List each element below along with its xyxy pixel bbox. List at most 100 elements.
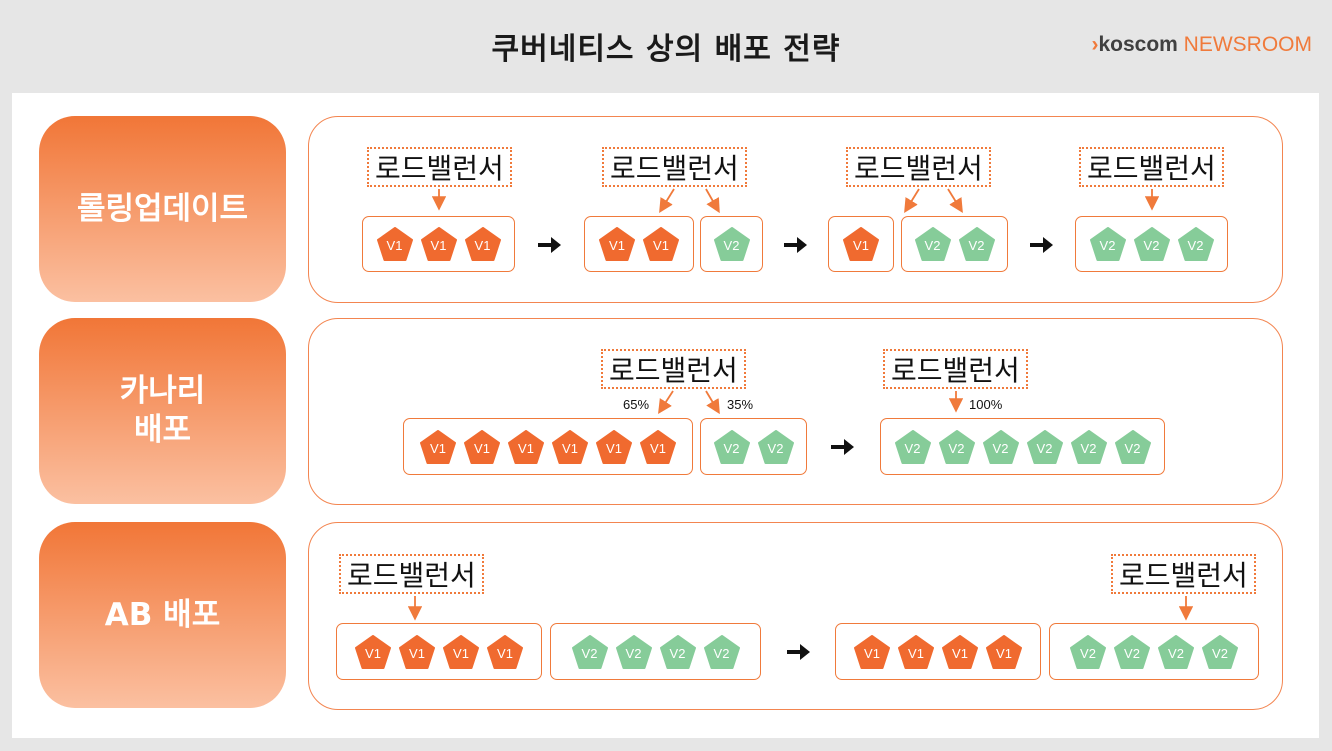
pod-v1: V1: [420, 429, 456, 464]
pod-v1: V1: [552, 429, 588, 464]
pod-v2: V2: [713, 227, 750, 261]
load-balancer: 로드밸런서: [1111, 554, 1256, 594]
pod-v1: V1: [464, 429, 500, 464]
pod-v2: V2: [1177, 227, 1214, 261]
pod-version-label: V2: [1099, 238, 1116, 253]
pod-version-label: V1: [518, 440, 534, 456]
pod-version-label: V2: [948, 440, 965, 456]
pod-v2: V2: [703, 634, 740, 669]
pod-v2: V2: [1158, 634, 1194, 669]
pod-group: V2: [700, 216, 763, 272]
pod-version-label: V2: [723, 238, 740, 253]
pod-v1: V1: [487, 634, 523, 669]
pod-version-label: V1: [562, 440, 578, 456]
pod-v1: V1: [986, 634, 1022, 669]
traffic-percent: 65%: [623, 397, 650, 412]
pod-version-label: V1: [864, 645, 880, 661]
pod-v2: V2: [938, 429, 975, 464]
pod-group: V2 V2 V2 V2 V2 V2: [880, 418, 1165, 475]
pod-v2: V2: [914, 227, 951, 261]
pod-version-label: V2: [625, 645, 642, 661]
pod-version-label: V2: [1212, 645, 1228, 661]
pod-v2: V2: [1089, 227, 1126, 261]
pod-version-label: V1: [952, 645, 968, 661]
pod-version-label: V2: [1143, 238, 1160, 253]
pod-v1: V1: [596, 429, 632, 464]
pod-v2: V2: [659, 634, 696, 669]
pod-version-label: V2: [1080, 645, 1096, 661]
pod-v1: V1: [843, 227, 879, 261]
pod-v2: V2: [1114, 429, 1151, 464]
pod-v2: V2: [1202, 634, 1238, 669]
label-canary: 카나리 배포: [39, 318, 286, 504]
pod-version-label: V2: [1124, 645, 1140, 661]
load-balancer: 로드밸런서: [367, 147, 512, 187]
pod-group: V1 V1 V1 V1: [336, 623, 542, 680]
pod-v2: V2: [1133, 227, 1170, 261]
pod-v1: V1: [355, 634, 391, 669]
pod-version-label: V2: [1036, 440, 1053, 456]
pod-v2: V2: [713, 429, 750, 464]
arrow-right-icon: [784, 237, 807, 253]
pod-version-label: V1: [430, 440, 446, 456]
pod-group: V1 V1 V1 V1: [835, 623, 1041, 680]
pod-group: V2 V2 V2 V2: [550, 623, 761, 680]
pod-version-label: V2: [1124, 440, 1141, 456]
pod-version-label: V2: [713, 645, 730, 661]
pod-version-label: V1: [653, 238, 669, 253]
pod-version-label: V2: [904, 440, 921, 456]
pod-version-label: V2: [1187, 238, 1204, 253]
load-balancer: 로드밸런서: [1079, 147, 1224, 187]
pod-version-label: V2: [723, 440, 740, 456]
pod-version-label: V1: [650, 440, 666, 456]
pod-v2: V2: [571, 634, 608, 669]
load-balancer: 로드밸런서: [601, 349, 746, 389]
koscom-newsroom-logo: ›koscom NEWSROOM: [1091, 33, 1312, 57]
ab-row: [308, 522, 1283, 710]
pod-version-label: V1: [853, 238, 869, 253]
load-balancer: 로드밸런서: [883, 349, 1028, 389]
pod-v2: V2: [1026, 429, 1063, 464]
pod-v1: V1: [464, 227, 501, 261]
pod-version-label: V2: [968, 238, 985, 253]
pod-group: V1 V1: [584, 216, 694, 272]
pod-group: V1 V1 V1: [362, 216, 515, 272]
pod-group: V1: [828, 216, 894, 272]
label-ab: AB 배포: [39, 522, 286, 708]
pod-version-label: V2: [767, 440, 784, 456]
pod-v1: V1: [443, 634, 479, 669]
pod-version-label: V1: [474, 440, 490, 456]
pod-version-label: V1: [908, 645, 924, 661]
pod-group: V1 V1 V1 V1 V1 V1: [403, 418, 693, 475]
pod-v2: V2: [958, 227, 995, 261]
pod-version-label: V1: [497, 645, 513, 661]
label-rolling-update: 롤링업데이트: [39, 116, 286, 302]
pod-v2: V2: [982, 429, 1019, 464]
pod-version-label: V2: [992, 440, 1009, 456]
load-balancer: 로드밸런서: [339, 554, 484, 594]
pod-version-label: V1: [606, 440, 622, 456]
pod-v2: V2: [894, 429, 931, 464]
load-balancer: 로드밸런서: [846, 147, 991, 187]
arrow-right-icon: [538, 237, 561, 253]
pod-version-label: V1: [386, 238, 403, 253]
pod-v2: V2: [1070, 429, 1107, 464]
pod-group: V2 V2: [901, 216, 1008, 272]
page-title: 쿠버네티스 상의 배포 전략: [491, 32, 841, 67]
pod-version-label: V1: [409, 645, 425, 661]
pod-v1: V1: [508, 429, 544, 464]
traffic-percent: 35%: [727, 397, 754, 412]
arrow-right-icon: [1030, 237, 1053, 253]
pod-version-label: V1: [430, 238, 447, 253]
pod-version-label: V2: [581, 645, 598, 661]
pod-v1: V1: [854, 634, 890, 669]
pod-version-label: V2: [669, 645, 686, 661]
pod-v1: V1: [643, 227, 679, 261]
pod-v1: V1: [599, 227, 635, 261]
pod-v1: V1: [640, 429, 676, 464]
pod-version-label: V1: [453, 645, 469, 661]
brand-suffix: NEWSROOM: [1183, 33, 1312, 56]
pod-group: V2 V2: [700, 418, 807, 475]
pod-version-label: V1: [609, 238, 625, 253]
pod-v2: V2: [1070, 634, 1106, 669]
